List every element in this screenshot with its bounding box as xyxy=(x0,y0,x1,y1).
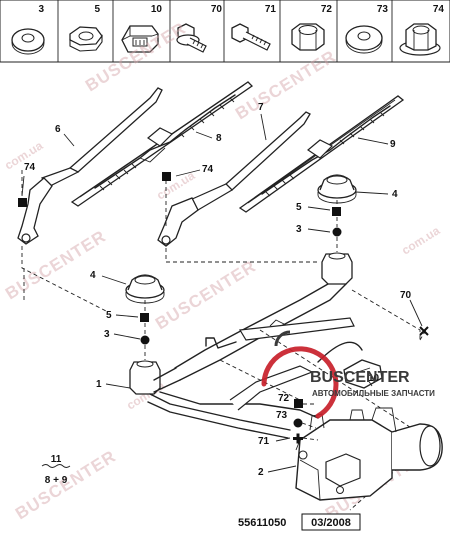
callout-4-right: 4 xyxy=(392,189,398,200)
logo-tagline: АВТОМОБИЛЬНЫЕ ЗАПЧАСТИ xyxy=(312,389,435,398)
callout-74-left: 74 xyxy=(24,162,36,173)
flange-nut-marker xyxy=(18,198,27,207)
callouts: 6 8 7 9 74 74 4 5 3 4 5 3 70 1 10 72 73 … xyxy=(21,102,423,478)
watermark-domain: com.ua xyxy=(399,223,442,257)
header-label-3: 3 xyxy=(38,4,44,15)
footer: 55611050 03/2008 xyxy=(238,513,361,531)
footer-part-number: 55611050 xyxy=(238,517,286,529)
callout-5-right: 5 xyxy=(296,202,302,213)
callout-6: 6 xyxy=(55,124,61,135)
motor-connector xyxy=(343,359,383,389)
header-label-74: 74 xyxy=(433,4,445,15)
callout-7: 7 xyxy=(258,102,264,113)
watermark-domain: com.ua xyxy=(154,168,197,202)
buscenter-logo: BUSCENTER АВТОМОБИЛЬНЫЕ ЗАПЧАСТИ xyxy=(261,330,435,419)
header-label-71: 71 xyxy=(265,4,277,15)
bolt-plus-marker xyxy=(293,433,303,444)
washer-dot-marker xyxy=(293,418,303,428)
callout-72: 72 xyxy=(278,393,290,404)
assembly-note-top: 11 xyxy=(51,454,62,465)
callout-3-right: 3 xyxy=(296,224,302,235)
flange-nut-icon xyxy=(399,23,441,56)
callout-1: 1 xyxy=(96,379,102,390)
right-wiper-blade xyxy=(238,95,405,213)
hex-nut-icon xyxy=(69,26,103,52)
wiper-linkage-frame xyxy=(129,252,363,439)
callout-3-left: 3 xyxy=(104,329,110,340)
assembly-note-bottom: 8 + 9 xyxy=(45,475,68,486)
left-wiper-blade xyxy=(70,81,254,207)
bolt-x-marker xyxy=(419,326,429,336)
callout-5-left: 5 xyxy=(106,310,112,321)
right-spindle-cap xyxy=(317,174,357,204)
callout-9: 9 xyxy=(390,139,396,150)
header-label-70: 70 xyxy=(211,4,223,15)
callout-71: 71 xyxy=(258,436,270,447)
header-label-5: 5 xyxy=(94,4,100,15)
right-wiper-arm xyxy=(157,111,311,247)
callout-2: 2 xyxy=(258,467,264,478)
nut-square-marker xyxy=(332,207,341,216)
flange-nut-marker xyxy=(162,172,171,181)
header-label-73: 73 xyxy=(377,4,389,15)
wiper-motor xyxy=(295,407,443,501)
watermark-text: BUSCENTER xyxy=(152,256,259,333)
callout-70: 70 xyxy=(400,290,412,301)
bolt-icon xyxy=(231,23,271,51)
callout-4-left: 4 xyxy=(90,270,96,281)
parts-header: 3 5 10 70 71 72 73 74 xyxy=(0,0,450,63)
callout-74-right: 74 xyxy=(202,164,214,175)
connector-icon xyxy=(121,25,159,53)
flat-washer-icon xyxy=(345,25,383,54)
nut-square-marker xyxy=(294,399,303,408)
callout-8: 8 xyxy=(216,133,222,144)
nut-icon xyxy=(291,23,325,51)
nut-square-marker xyxy=(140,313,149,322)
callout-73: 73 xyxy=(276,410,288,421)
flange-bolt-icon xyxy=(176,23,207,53)
left-wiper-arm xyxy=(17,87,163,245)
header-label-10: 10 xyxy=(151,4,163,15)
washer-icon xyxy=(11,28,45,55)
footer-date: 03/2008 xyxy=(311,517,351,529)
header-label-72: 72 xyxy=(321,4,333,15)
assembly-note: 11 8 + 9 xyxy=(41,454,71,486)
logo-brand: BUSCENTER xyxy=(310,369,410,386)
washer-dot-marker xyxy=(332,227,342,237)
callout-10: 10 xyxy=(368,373,380,384)
washer-dot-marker xyxy=(140,335,150,345)
left-spindle-cap xyxy=(125,274,165,304)
